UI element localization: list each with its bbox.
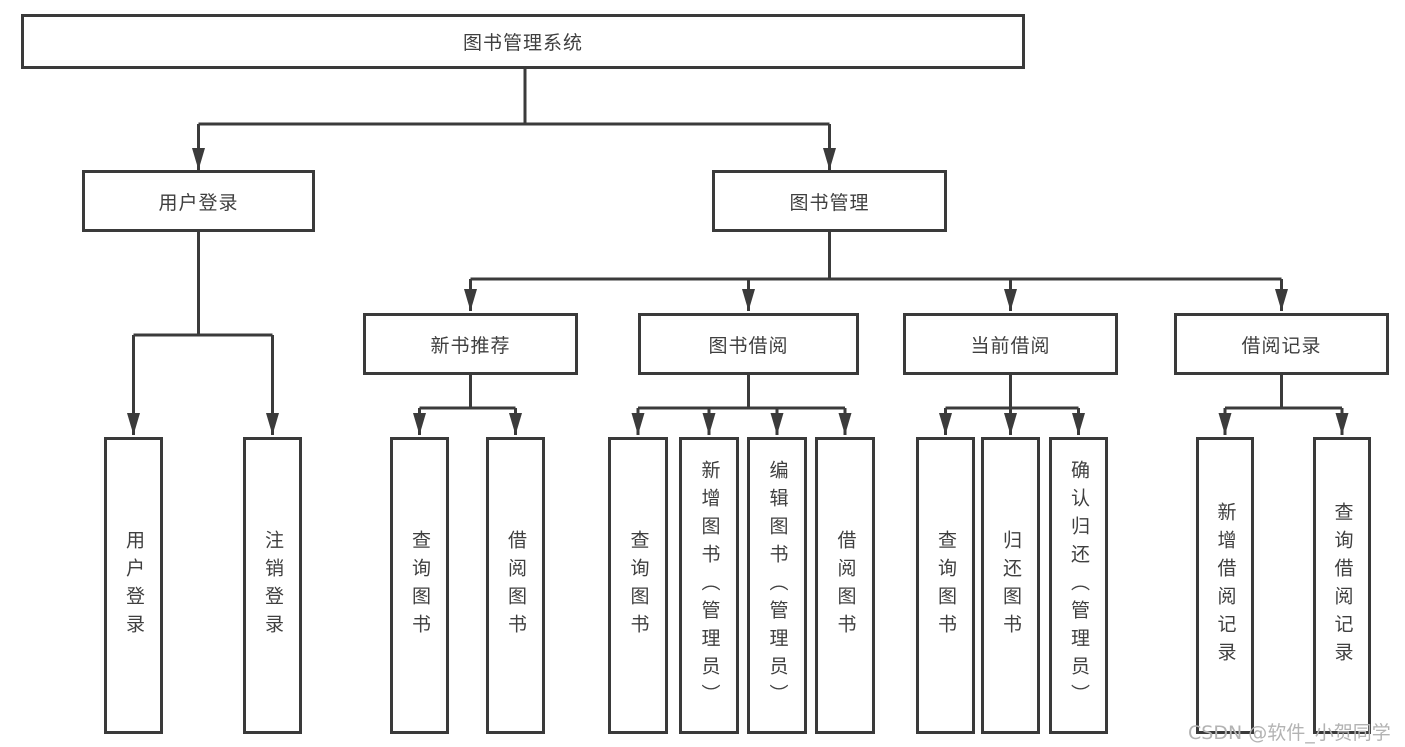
csdn-watermark: CSDN @软件_小贺同学 <box>1188 722 1391 744</box>
leaf-user-login: 用户登录 <box>104 437 163 734</box>
leaf-confirm-return-admin-label: 确认归还（管理员） <box>1068 459 1090 712</box>
node-book-management: 图书管理 <box>712 170 947 232</box>
leaf-user-login-label: 用户登录 <box>123 529 145 642</box>
leaf-query-books-borrow: 查询图书 <box>608 437 668 734</box>
node-library-management-system: 图书管理系统 <box>21 14 1025 69</box>
leaf-add-borrow-record-label: 新增借阅记录 <box>1214 501 1237 670</box>
leaf-query-books-recommend: 查询图书 <box>390 437 449 734</box>
leaf-borrow-books-recommend-label: 借阅图书 <box>505 529 527 642</box>
leaf-query-books-borrow-label: 查询图书 <box>627 529 650 642</box>
leaf-logout-label: 注销登录 <box>262 529 284 642</box>
leaf-add-borrow-record: 新增借阅记录 <box>1196 437 1254 734</box>
leaf-edit-books-admin: 编辑图书（管理员） <box>747 437 807 734</box>
node-user-login: 用户登录 <box>82 170 315 232</box>
node-book-borrow: 图书借阅 <box>638 313 859 375</box>
node-current-borrow: 当前借阅 <box>903 313 1118 375</box>
leaf-return-books: 归还图书 <box>981 437 1040 734</box>
leaf-confirm-return-admin: 确认归还（管理员） <box>1049 437 1108 734</box>
leaf-query-books-current: 查询图书 <box>916 437 975 734</box>
leaf-borrow-books: 借阅图书 <box>815 437 875 734</box>
leaf-logout: 注销登录 <box>243 437 302 734</box>
leaf-query-books-recommend-label: 查询图书 <box>409 529 431 642</box>
leaf-add-books-admin-label: 新增图书（管理员） <box>698 459 721 712</box>
node-borrow-records: 借阅记录 <box>1174 313 1389 375</box>
leaf-edit-books-admin-label: 编辑图书（管理员） <box>766 459 789 712</box>
leaf-borrow-books-recommend: 借阅图书 <box>486 437 545 734</box>
leaf-query-borrow-record: 查询借阅记录 <box>1313 437 1371 734</box>
leaf-query-borrow-record-label: 查询借阅记录 <box>1331 501 1354 670</box>
node-new-book-recommend: 新书推荐 <box>363 313 578 375</box>
leaf-return-books-label: 归还图书 <box>1000 529 1022 642</box>
leaf-query-books-current-label: 查询图书 <box>935 529 957 642</box>
leaf-borrow-books-label: 借阅图书 <box>834 529 857 642</box>
leaf-add-books-admin: 新增图书（管理员） <box>679 437 739 734</box>
